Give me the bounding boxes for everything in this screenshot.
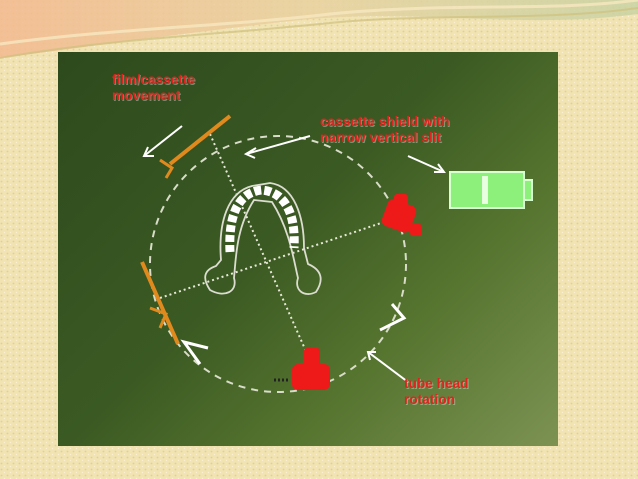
pointer-arrows xyxy=(142,125,446,383)
cassette-shield-label: cassette shield with narrow vertical sli… xyxy=(320,114,450,145)
beam-line xyxy=(159,219,391,299)
tube-rotation-label: tube head rotation xyxy=(404,376,469,407)
dental-arch-icon xyxy=(204,182,322,295)
battery-icon xyxy=(449,171,533,209)
rotation-path xyxy=(149,135,407,393)
tube-head-icon xyxy=(381,194,422,236)
film-movement-label: film/cassette movement xyxy=(112,72,196,103)
film-cassette-icon xyxy=(159,114,232,179)
rotation-arrows xyxy=(180,303,407,365)
tube-head-icon xyxy=(274,348,330,390)
diagram-panel: film/cassette movement cassette shield w… xyxy=(58,52,558,446)
top-swoosh xyxy=(0,0,638,58)
beam-line xyxy=(209,133,317,375)
film-cassette-icon xyxy=(140,261,180,345)
